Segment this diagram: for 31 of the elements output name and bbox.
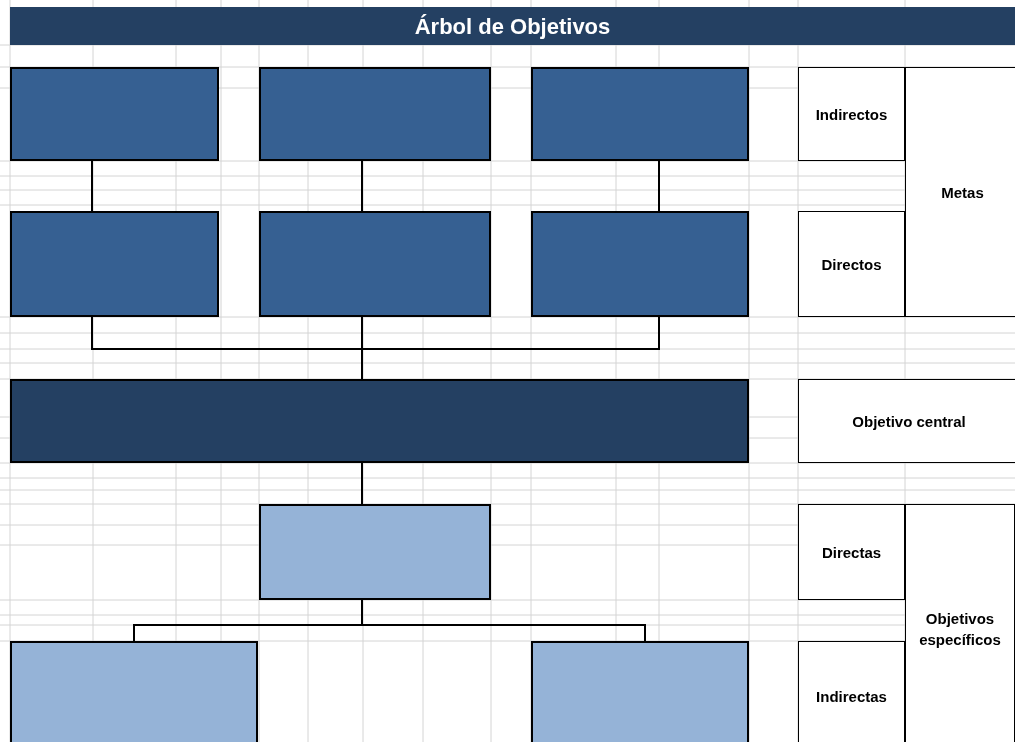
cell-label: Objetivo central — [851, 411, 967, 432]
objective-box — [259, 211, 491, 317]
connector-line — [658, 160, 660, 212]
objective-box — [531, 211, 749, 317]
connector-line — [361, 316, 660, 380]
table-cell — [798, 504, 905, 600]
cell-label: Indirectos — [814, 104, 889, 125]
objective-box — [259, 504, 491, 600]
table-cell — [798, 211, 905, 317]
cell-label: Directos — [820, 254, 883, 275]
cell-label: Objetivos específicos — [918, 609, 1002, 650]
title-bar: Árbol de Objetivos — [10, 7, 1015, 45]
objective-box — [531, 67, 749, 161]
objective-box — [259, 67, 491, 161]
objective-box — [10, 67, 219, 161]
table-cell — [798, 641, 905, 742]
objective-box — [10, 641, 258, 742]
objective-box — [10, 211, 219, 317]
table-cell — [798, 67, 905, 161]
connector-line — [361, 160, 363, 212]
table-cell — [905, 67, 1015, 317]
connector-line — [361, 599, 646, 642]
connector-line — [361, 462, 363, 505]
objective-box — [531, 641, 749, 742]
table-cell — [798, 379, 1015, 463]
connector-line — [91, 160, 93, 212]
cell-label: Indirectas — [815, 686, 888, 707]
cell-label: Metas — [940, 182, 985, 203]
objective-box — [10, 379, 749, 463]
cell-label: Directas — [820, 542, 883, 563]
table-cell — [905, 504, 1015, 742]
